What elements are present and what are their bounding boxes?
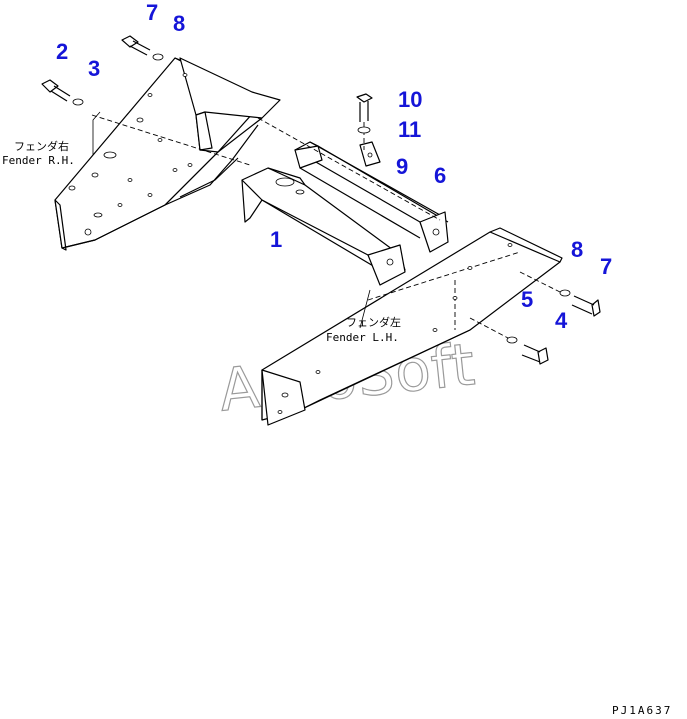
callout-7-right: 7 — [600, 254, 612, 279]
callout-1: 1 — [270, 227, 282, 252]
drawing-code: PJ1A637 — [612, 704, 672, 717]
callout-7-top: 7 — [146, 0, 158, 25]
callout-5: 5 — [521, 287, 533, 312]
callout-11: 11 — [398, 117, 421, 142]
callout-8-right: 8 — [571, 237, 583, 262]
fender-lh — [261, 227, 563, 426]
callout-3: 3 — [88, 56, 100, 81]
crossmember-6 — [257, 117, 449, 253]
label-fender-rh-en: Fender R.H. — [2, 154, 75, 167]
callout-10: 10 — [398, 87, 422, 112]
label-fender-lh-en: Fender L.H. — [326, 331, 399, 344]
label-fender-rh-jp: フェンダ右 — [14, 139, 69, 153]
fender-rh — [54, 57, 281, 251]
callout-6: 6 — [434, 163, 446, 188]
crossmember-1 — [241, 167, 406, 286]
callout-4: 4 — [555, 308, 568, 333]
callout-2: 2 — [56, 39, 68, 64]
callout-8-top: 8 — [173, 11, 185, 36]
fasteners — [41, 35, 601, 365]
label-fender-lh-jp: フェンダ左 — [346, 315, 401, 329]
callout-9: 9 — [396, 154, 408, 179]
leader-lines — [92, 111, 371, 329]
